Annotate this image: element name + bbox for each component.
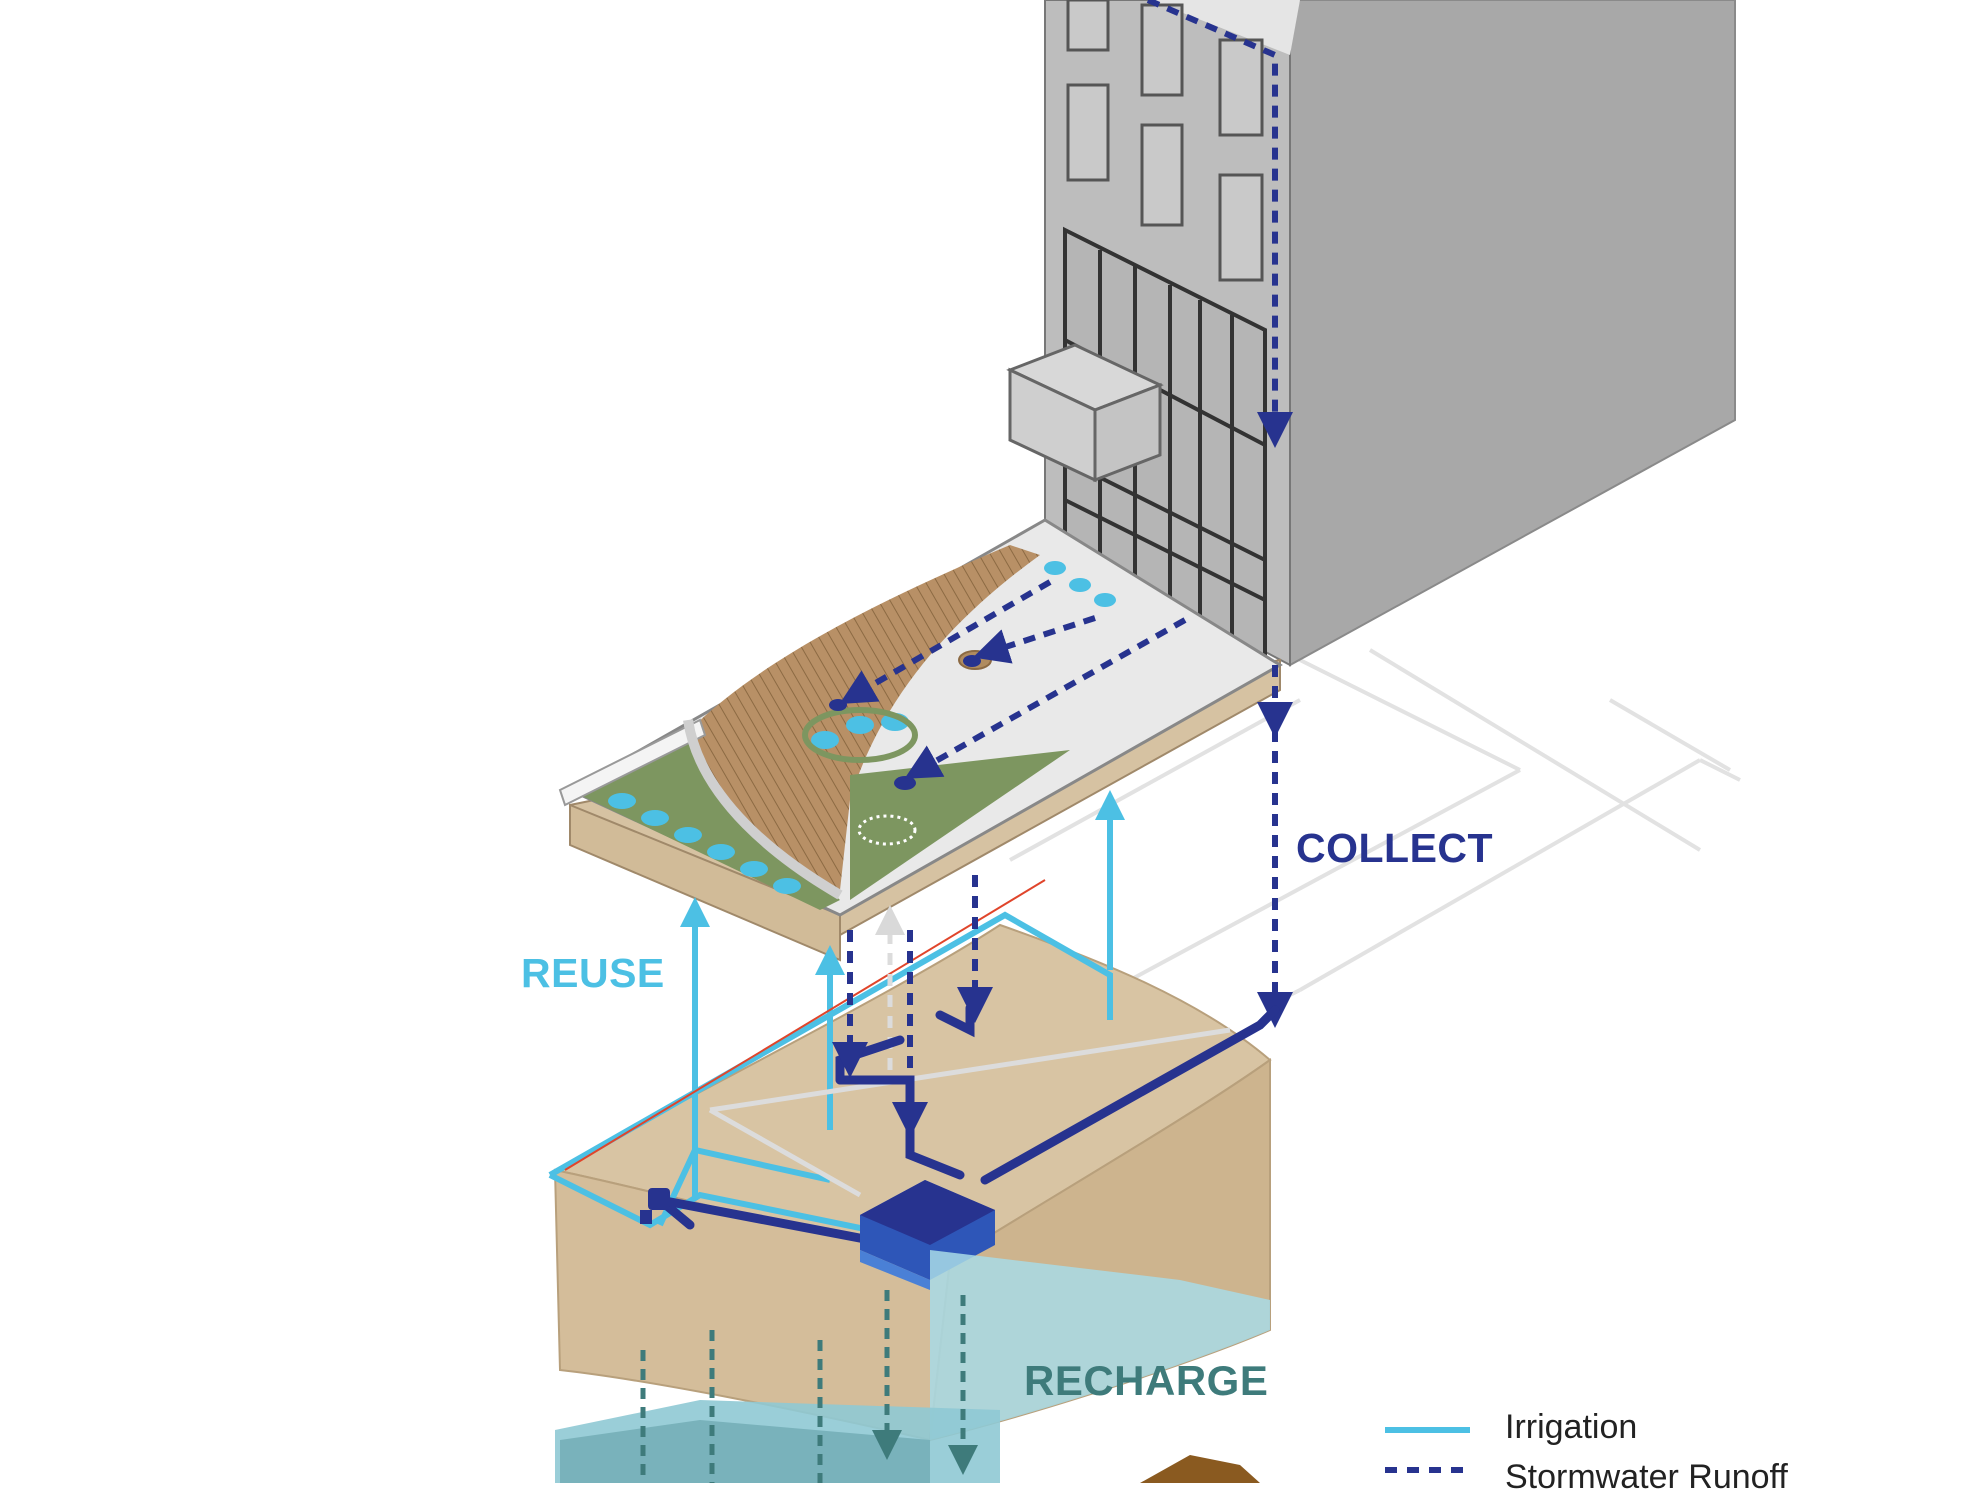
recharge-arrows — [640, 1290, 978, 1483]
drain-point-2 — [963, 655, 981, 667]
legend-stormwater-label: Stormwater Runoff — [1505, 1458, 1788, 1496]
ground-grid-lines — [1009, 648, 1741, 1002]
drain-point-3 — [894, 776, 916, 790]
water-band — [560, 1420, 930, 1483]
bedrock — [1140, 1455, 1260, 1483]
building-side-wall — [1289, 0, 1736, 667]
drain-point-1 — [829, 699, 847, 711]
plaza-grass-strip — [580, 735, 840, 910]
building-windows — [1066, 0, 1264, 282]
plaza-slab — [558, 518, 1283, 962]
electric-line — [564, 879, 1046, 1171]
plaza-curb — [558, 718, 707, 807]
rain-garden-ovals — [608, 561, 1116, 894]
water-upper — [930, 1250, 1270, 1440]
collection-dashed-drops — [832, 875, 993, 1138]
legend — [1385, 1427, 1470, 1473]
pump — [640, 1188, 670, 1224]
plaza-curved-wall — [683, 719, 843, 900]
water-layers — [555, 1250, 1270, 1483]
label-collect: COLLECT — [1296, 825, 1494, 871]
building — [1006, 0, 1736, 667]
planter-island — [802, 707, 918, 763]
plaza-runoff-arrows — [839, 579, 1187, 779]
building-storefront — [1063, 226, 1267, 664]
building-balcony — [1006, 343, 1164, 483]
label-reuse: REUSE — [521, 950, 665, 996]
legend-irrigation-label: Irrigation — [1505, 1408, 1638, 1446]
drain-circle-pattern — [857, 814, 917, 846]
collect-downspout — [1146, 0, 1293, 1028]
label-recharge: RECHARGE — [1024, 1357, 1269, 1404]
